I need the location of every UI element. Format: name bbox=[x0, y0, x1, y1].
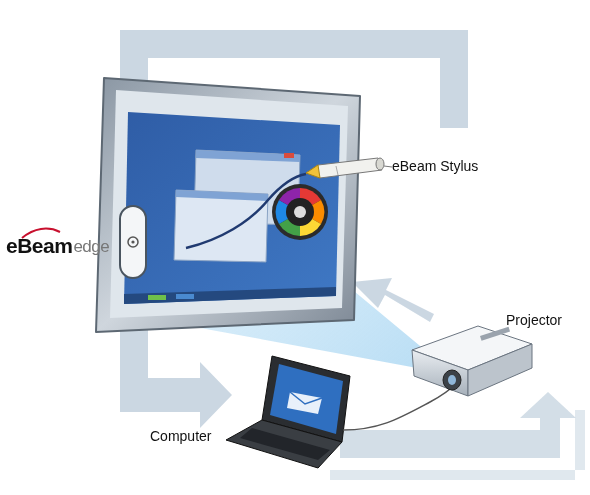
logo-text: eBeam bbox=[6, 234, 72, 258]
callout-label: Computer bbox=[150, 428, 211, 444]
laptop-computer bbox=[226, 356, 350, 468]
projected-screen bbox=[124, 112, 340, 304]
logo-text: edge bbox=[73, 237, 109, 257]
leader-line bbox=[384, 166, 392, 167]
projection-beam bbox=[118, 95, 455, 375]
color-wheel bbox=[272, 184, 328, 240]
whiteboard-frame bbox=[96, 78, 360, 332]
callout-label: Projector bbox=[506, 312, 562, 328]
ebeam-stylus bbox=[306, 158, 384, 178]
callout-label: eBeam Stylus bbox=[392, 158, 478, 174]
video-cable bbox=[343, 382, 458, 430]
projector bbox=[412, 326, 532, 396]
ebeam-edge-receiver bbox=[120, 206, 146, 278]
whiteboard-surface bbox=[110, 90, 348, 318]
